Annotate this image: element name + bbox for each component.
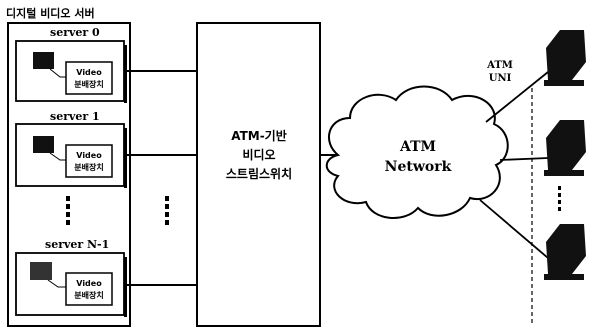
ellipsis-vertical-icon [165,196,169,225]
uni-label-line1: ATM [486,60,513,71]
ellipsis-vertical-icon [66,196,70,225]
network-label-line2: Network [385,159,452,175]
server-0-disk-icon [33,52,54,69]
switch-label-line1: ATM-기반 [231,128,287,143]
server-0-group: server 0 Video 분배장치 [16,26,127,103]
server-1-group: server 1 Video 분배장치 [16,110,127,188]
terminal-icon [544,30,586,86]
diagram-title: 디지털 비디오 서버 [6,6,95,20]
server-1-disk-icon [33,136,54,153]
ellipsis-vertical-icon [558,186,561,211]
network-label-line1: ATM [399,139,436,155]
terminal-icon [544,120,586,176]
link-network-terminal-2 [500,158,548,160]
server-n-1-label: server N-1 [45,238,109,251]
uni-label-line2: UNI [489,73,512,84]
server-n-1-video-label: Video [76,279,102,288]
server-n-1-group: server N-1 Video 분배장치 [16,238,127,317]
server-n-1-shadow [124,257,127,317]
server-0-video-label: Video [76,68,102,77]
server-1-video-label: Video [76,151,102,160]
server-n-1-distributor-label: 분배장치 [74,290,103,300]
server-1-video-box [66,145,112,177]
server-1-distributor-label: 분배장치 [74,162,103,172]
terminal-icon [544,224,586,280]
server-1-label: server 1 [50,110,100,123]
server-0-shadow [124,45,127,103]
server-n-1-video-box [66,273,112,305]
server-0-distributor-label: 분배장치 [74,79,103,89]
server-1-shadow [124,128,127,188]
link-network-terminal-3 [480,200,548,258]
server-0-label: server 0 [50,26,100,39]
switch-label-line2: 비디오 [242,147,275,162]
server-0-video-box [66,62,112,94]
switch-label-line3: 스트림스위치 [226,166,292,181]
server-n-1-disk-icon [30,262,52,280]
